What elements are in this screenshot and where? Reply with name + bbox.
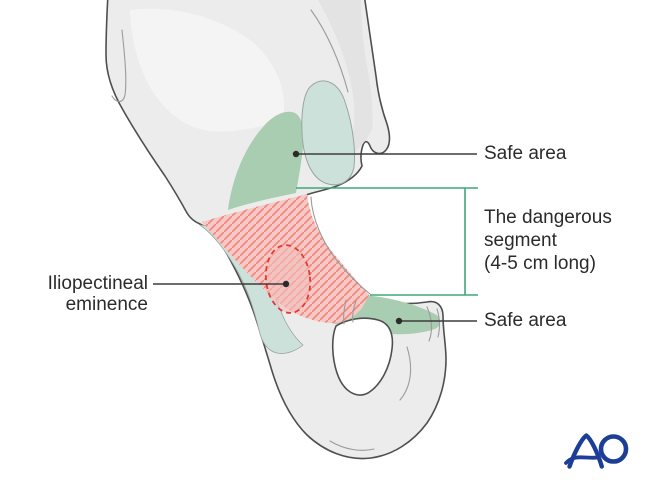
- label-safe-area-top: Safe area: [484, 143, 567, 164]
- label-dangerous-segment-line3: (4-5 cm long): [484, 253, 596, 274]
- leader-dot-iliopectineal: [282, 280, 290, 288]
- obturator-foramen: [331, 317, 394, 396]
- safe-area-top-region: [228, 111, 304, 210]
- label-iliopectineal-eminence: Iliopectineal eminence: [18, 273, 148, 315]
- ao-logo: [564, 433, 629, 469]
- label-iliopectineal-line1: Iliopectineal: [47, 273, 148, 294]
- leader-dot-safe-bottom: [395, 317, 403, 325]
- leader-dots: [282, 150, 403, 325]
- bone-shade: [318, 0, 373, 160]
- ao-logo-o: [598, 434, 629, 464]
- label-safe-area-bottom: Safe area: [484, 310, 567, 331]
- bone-detail-lines: [111, 9, 440, 451]
- ao-logo-a-crossbar: [564, 455, 599, 465]
- leader-lines: [153, 153, 477, 322]
- label-dangerous-segment: The dangerous segment (4-5 cm long): [484, 206, 612, 275]
- leader-dot-safe-top: [292, 150, 300, 158]
- label-dangerous-segment-line2: segment: [484, 230, 557, 251]
- ao-logo-a: [567, 433, 604, 469]
- label-dangerous-segment-line1: The dangerous: [484, 207, 612, 228]
- bone-highlight: [130, 8, 285, 132]
- label-iliopectineal-line2: eminence: [65, 294, 148, 315]
- acetabulum-region: [301, 80, 355, 186]
- measurement-bracket: [296, 187, 478, 296]
- iliopectineal-eminence-ellipse: [264, 244, 312, 314]
